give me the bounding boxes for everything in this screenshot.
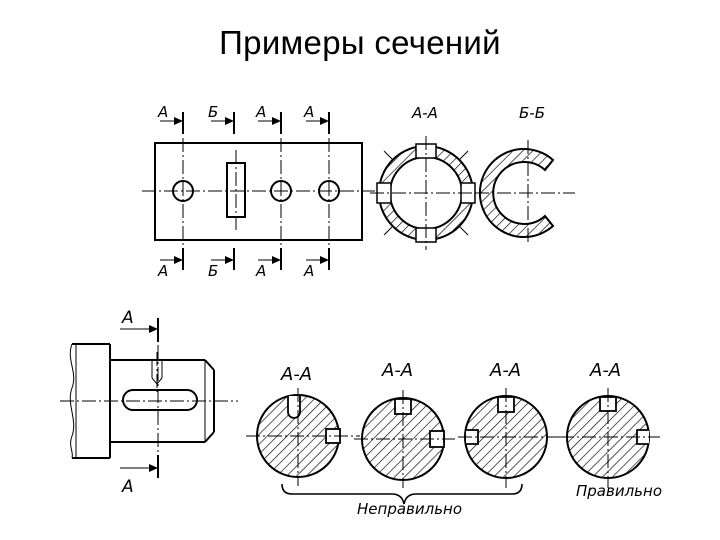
plate-cut-label-bottom-4: А	[303, 262, 314, 280]
shaft-key-slot	[122, 389, 198, 411]
plate-hole-3	[318, 180, 340, 202]
plate-hole-2	[270, 180, 292, 202]
shaft-section-3: А-А	[458, 360, 560, 488]
plate-cut-label-bottom-3: А	[255, 262, 266, 280]
plate-cut-label-top-4: А	[303, 103, 314, 121]
wrong-brace	[281, 483, 523, 505]
right-caption: Правильно	[576, 482, 662, 500]
plate-slot	[226, 162, 246, 218]
shaft-section-4: А-А	[560, 360, 660, 488]
plate-cut-label-top-2: Б	[208, 103, 218, 121]
shaft-cut-label-top: А	[121, 308, 134, 328]
shaft-cut-label-bottom: А	[121, 477, 134, 497]
plate-drawing: А Б А А	[142, 103, 375, 280]
shaft-section-1: А-А	[246, 364, 360, 486]
plate-cut-markers-top	[160, 112, 330, 134]
shaft-drawing: А А	[60, 308, 238, 497]
plate-hole-1	[172, 180, 194, 202]
plate-section-bb: Б-Б	[475, 104, 575, 245]
plate-cut-label-bottom-1: А	[157, 262, 168, 280]
plate-section-aa: А-А	[370, 104, 482, 250]
slide-title: Примеры сечений	[219, 24, 501, 61]
plate-section-bb-label: Б-Б	[519, 104, 545, 122]
wrong-caption: Неправильно	[357, 500, 462, 518]
shaft-section-2-label: А-А	[381, 360, 413, 381]
plate-cut-label-bottom-2: Б	[208, 262, 218, 280]
plate-cut-markers-bottom	[160, 248, 330, 270]
plate-cut-label-top-1: А	[157, 103, 168, 121]
shaft-section-3-label: А-А	[489, 360, 521, 381]
shaft-section-1-label: А-А	[280, 364, 312, 385]
shaft-section-2: А-А	[354, 360, 455, 488]
shaft-section-4-label: А-А	[589, 360, 621, 381]
plate-cut-label-top-3: А	[255, 103, 266, 121]
plate-section-aa-label: А-А	[411, 104, 438, 122]
